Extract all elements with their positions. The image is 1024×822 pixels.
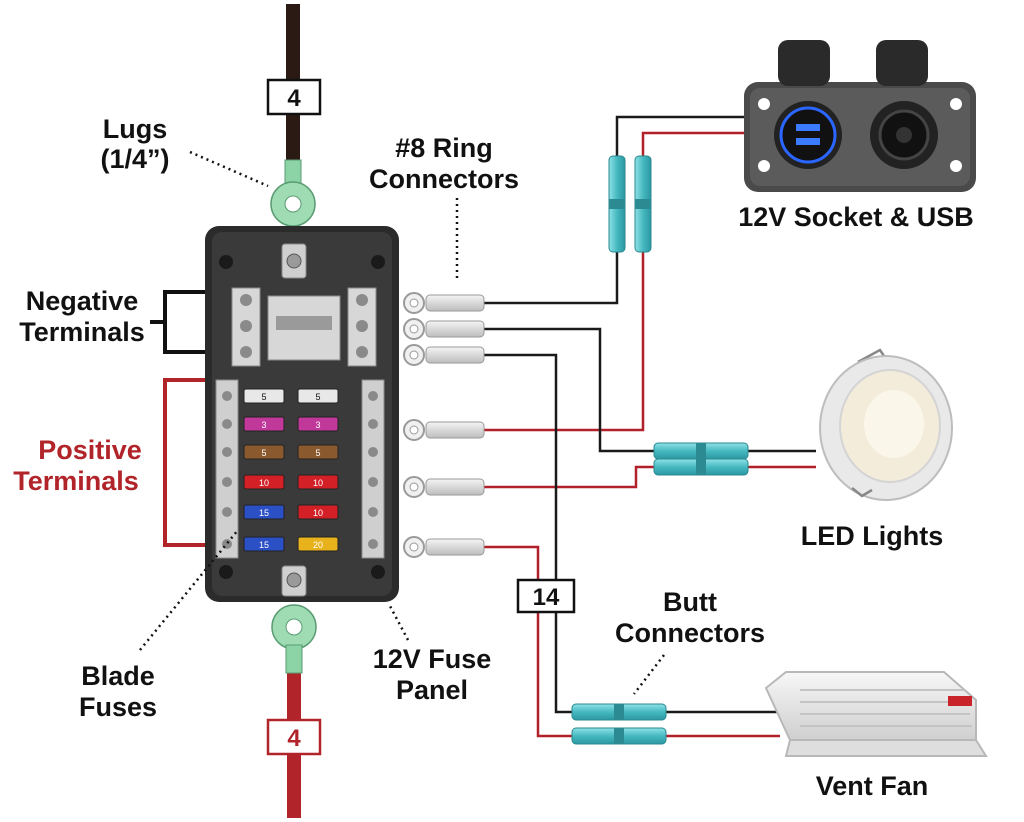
- negative-bus-left: [231, 287, 261, 367]
- label-butt-1: Butt: [663, 587, 717, 617]
- top-lug: [270, 159, 316, 227]
- blade-fuse-rating: 10: [313, 508, 323, 518]
- wire-fan-black: [484, 353, 780, 714]
- svg-text:14: 14: [533, 584, 560, 611]
- blade-fuse-right-4: [297, 474, 339, 490]
- blade-fuse-right-6: [297, 536, 339, 552]
- blade-fuse-right-3: [297, 444, 339, 460]
- blade-fuse-rating: 3: [261, 420, 266, 430]
- led-light-device: [819, 348, 953, 501]
- pointer-panel: [388, 605, 410, 641]
- label-socket: 12V Socket & USB: [738, 202, 974, 232]
- wire-socket-red: [484, 131, 752, 432]
- blade-fuse-rating: 5: [261, 448, 266, 458]
- label-negative-1: Negative: [26, 286, 139, 316]
- ring-connector-5: [403, 476, 485, 498]
- blade-fuse-left-2: [243, 416, 285, 432]
- blade-fuse-right-1: [297, 388, 339, 404]
- label-lugs: Lugs: [103, 114, 168, 144]
- pointer-lines: [139, 150, 665, 695]
- label-positive-2: Terminals: [13, 466, 139, 496]
- bottom-lug: [271, 604, 317, 674]
- svg-text:4: 4: [287, 725, 301, 752]
- pointer-butt: [633, 654, 665, 695]
- positive-terminals-right: [361, 379, 385, 559]
- blade-fuse-left-1: [243, 388, 285, 404]
- blade-fuse-left-3: [243, 444, 285, 460]
- label-ring-2: Connectors: [369, 164, 519, 194]
- ring-connector-1: [403, 292, 485, 314]
- blade-fuse-right-2: [297, 416, 339, 432]
- pointer-blade: [139, 529, 239, 651]
- negative-bracket: [150, 290, 205, 354]
- ring-connector-4: [403, 419, 485, 441]
- label-vent: Vent Fan: [816, 771, 929, 801]
- blade-fuse-rating: 10: [259, 478, 269, 488]
- label-panel-2: Panel: [396, 675, 468, 705]
- gauge-label-bottom: 4: [266, 718, 322, 756]
- label-panel-1: 12V Fuse: [373, 644, 492, 674]
- label-lugs-size: (1/4”): [100, 144, 169, 174]
- gauge-label-branch: 14: [516, 578, 576, 614]
- butt-connectors-fan: [571, 703, 667, 745]
- vent-fan-device: [764, 671, 988, 757]
- svg-text:4: 4: [287, 85, 301, 112]
- pointer-lugs: [189, 150, 269, 188]
- blade-fuse-rating: 5: [315, 392, 320, 402]
- positive-terminals-left: [215, 379, 239, 559]
- wire-led-black: [484, 327, 816, 453]
- socket-usb-device: [744, 40, 976, 192]
- positive-bracket: [163, 378, 205, 547]
- label-led: LED Lights: [801, 521, 944, 551]
- blade-fuse-rating: 20: [313, 540, 323, 550]
- butt-connectors-socket: [608, 155, 652, 253]
- blade-fuse-rating: 15: [259, 508, 269, 518]
- label-butt-2: Connectors: [615, 618, 765, 648]
- blade-fuse-right-5: [297, 504, 339, 520]
- blade-fuse-rating: 15: [259, 540, 269, 550]
- blade-fuses: 5 3 5 10 15 15 5 3 5 10 10 20: [243, 388, 339, 552]
- blade-fuse-left-6: [243, 536, 285, 552]
- fuse-panel: 5 3 5 10 15 15 5 3 5 10 10 20: [205, 226, 399, 602]
- negative-bus-right: [347, 287, 377, 367]
- blade-fuse-rating: 10: [313, 478, 323, 488]
- ring-connector-6: [403, 536, 485, 558]
- blade-fuse-rating: 5: [261, 392, 266, 402]
- blade-fuse-left-4: [243, 474, 285, 490]
- wire-led-red: [484, 465, 816, 489]
- ring-connector-3: [403, 344, 485, 366]
- label-blade-1: Blade: [81, 661, 155, 691]
- blade-fuse-rating: 3: [315, 420, 320, 430]
- blade-fuse-rating: 5: [315, 448, 320, 458]
- butt-connectors-led: [653, 442, 749, 476]
- gauge-label-top: 4: [266, 78, 322, 116]
- ring-connectors: [403, 292, 485, 558]
- label-blade-2: Fuses: [79, 692, 157, 722]
- label-positive-1: Positive: [38, 435, 142, 465]
- label-negative-2: Terminals: [19, 317, 145, 347]
- blade-fuse-left-5: [243, 504, 285, 520]
- label-ring-1: #8 Ring: [395, 133, 493, 163]
- ring-connector-2: [403, 318, 485, 340]
